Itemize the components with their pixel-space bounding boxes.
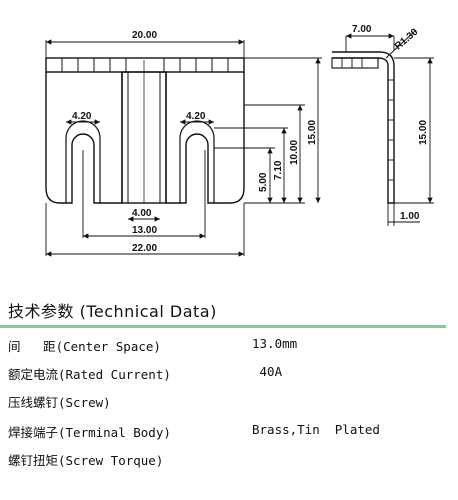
spec-row-screw: 压线螺钉(Screw)	[8, 392, 111, 414]
dim-height-7: 7.10	[273, 160, 284, 180]
side-profile	[332, 51, 395, 204]
band-teeth	[61, 58, 229, 72]
spec-value: 13.0mm	[252, 336, 298, 351]
dim-center-spacing: 13.00	[132, 225, 157, 236]
dim-flange: 7.00	[352, 24, 372, 35]
section-title: 技术参数 (Technical Data)	[8, 302, 217, 321]
spec-row-rated-current: 额定电流(Rated Current) 40A	[8, 364, 282, 386]
spec-label: 压线螺钉(Screw)	[8, 395, 111, 410]
spec-row-center-space: 间 距(Center Space) 13.0mm	[8, 336, 297, 358]
spec-label: 间 距(Center Space)	[8, 339, 161, 354]
spec-value: 40A	[252, 364, 283, 379]
side-dimensions	[345, 29, 434, 226]
spec-row-terminal-body: 焊接端子(Terminal Body) Brass,Tin Plated	[8, 422, 380, 444]
dim-slot-left: 4.20	[72, 111, 92, 122]
top-band	[45, 57, 245, 73]
dim-top-width: 20.00	[132, 30, 157, 41]
technical-drawing: 20.00 22.00 4.20 4.20 4.00 13.00 5.00 7.…	[45, 24, 434, 257]
spec-label: 额定电流(Rated Current)	[8, 367, 171, 382]
dim-radius: R1.30	[393, 26, 421, 52]
front-dimensions	[45, 39, 322, 257]
dim-center-tab: 4.00	[132, 208, 152, 219]
spec-label: 焊接端子(Terminal Body)	[8, 425, 171, 440]
spec-value: Brass,Tin Plated	[252, 422, 380, 437]
section-divider	[0, 325, 446, 328]
dim-height-10: 10.00	[289, 140, 300, 165]
spec-label: 螺钉扭矩(Screw Torque)	[8, 453, 164, 468]
dim-bottom-width: 22.00	[132, 243, 157, 254]
side-view	[331, 51, 395, 204]
front-view	[45, 57, 245, 204]
dim-side-height: 15.00	[418, 120, 429, 145]
dim-slot-right: 4.20	[186, 111, 206, 122]
dim-height-15: 15.00	[307, 120, 318, 145]
dim-thickness: 1.00	[400, 211, 420, 222]
spec-row-screw-torque: 螺钉扭矩(Screw Torque)	[8, 450, 163, 472]
dim-height-5: 5.00	[258, 172, 269, 192]
